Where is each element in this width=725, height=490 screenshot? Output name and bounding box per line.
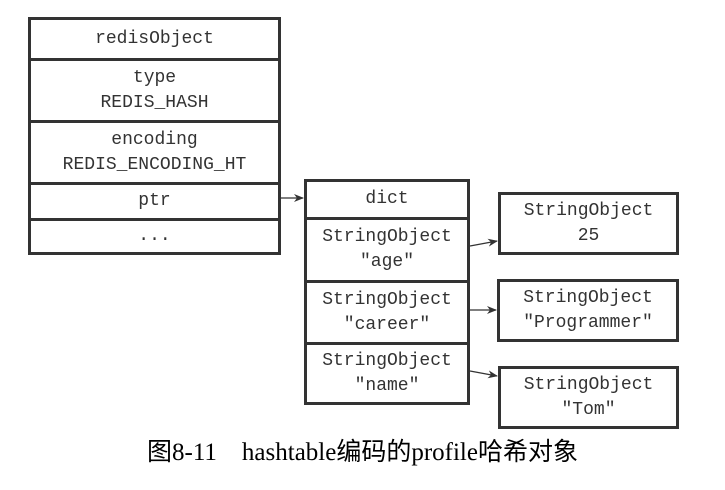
value-text: "Tom" — [561, 399, 616, 420]
figure-title: hashtable编码的profile哈希对象 — [241, 439, 578, 466]
dict-key-value: "name" — [354, 375, 420, 396]
value-text: 25 — [577, 225, 600, 246]
encoding-value: REDIS_ENCODING_HT — [62, 154, 247, 175]
dict-key-value: "career" — [343, 314, 431, 335]
value-box-age: StringObject 25 — [498, 192, 679, 255]
dict-title-cell: dict — [307, 182, 467, 217]
redis-object-title-cell: redisObject — [31, 20, 278, 58]
figure-number: 图8-11 — [147, 439, 217, 466]
value-type: StringObject — [523, 374, 654, 395]
figure-caption: 图8-11 hashtable编码的profile哈希对象 — [0, 432, 725, 468]
dict-key-type: StringObject — [322, 289, 452, 310]
value-text: "Programmer" — [523, 312, 653, 333]
value-type: StringObject — [523, 200, 654, 221]
encoding-cell: encoding REDIS_ENCODING_HT — [31, 120, 278, 182]
dict-box: dict StringObject "age" StringObject "ca… — [304, 179, 470, 405]
dict-key-age: StringObject "age" — [307, 217, 467, 280]
dict-key-name: StringObject "name" — [307, 342, 467, 402]
more-label: ... — [138, 226, 171, 246]
type-label: type — [132, 67, 177, 88]
arrow-age-to-value — [469, 238, 498, 247]
ptr-cell: ptr — [31, 182, 278, 218]
dict-key-value: "age" — [359, 252, 414, 272]
ptr-label: ptr — [138, 191, 171, 211]
more-cell: ... — [31, 218, 278, 252]
encoding-label: encoding — [111, 129, 198, 150]
redis-object-title: redisObject — [95, 28, 214, 49]
dict-title: dict — [365, 189, 409, 209]
dict-key-type: StringObject — [322, 350, 452, 371]
value-box-career: StringObject "Programmer" — [497, 279, 679, 342]
dict-key-type: StringObject — [322, 227, 452, 247]
arrow-name-to-value — [469, 370, 498, 379]
value-box-name: StringObject "Tom" — [498, 366, 679, 429]
type-cell: type REDIS_HASH — [31, 58, 278, 120]
redis-object-box: redisObject type REDIS_HASH encoding RED… — [28, 17, 281, 255]
dict-key-career: StringObject "career" — [307, 280, 467, 342]
type-value: REDIS_HASH — [100, 92, 209, 113]
value-type: StringObject — [523, 287, 653, 308]
